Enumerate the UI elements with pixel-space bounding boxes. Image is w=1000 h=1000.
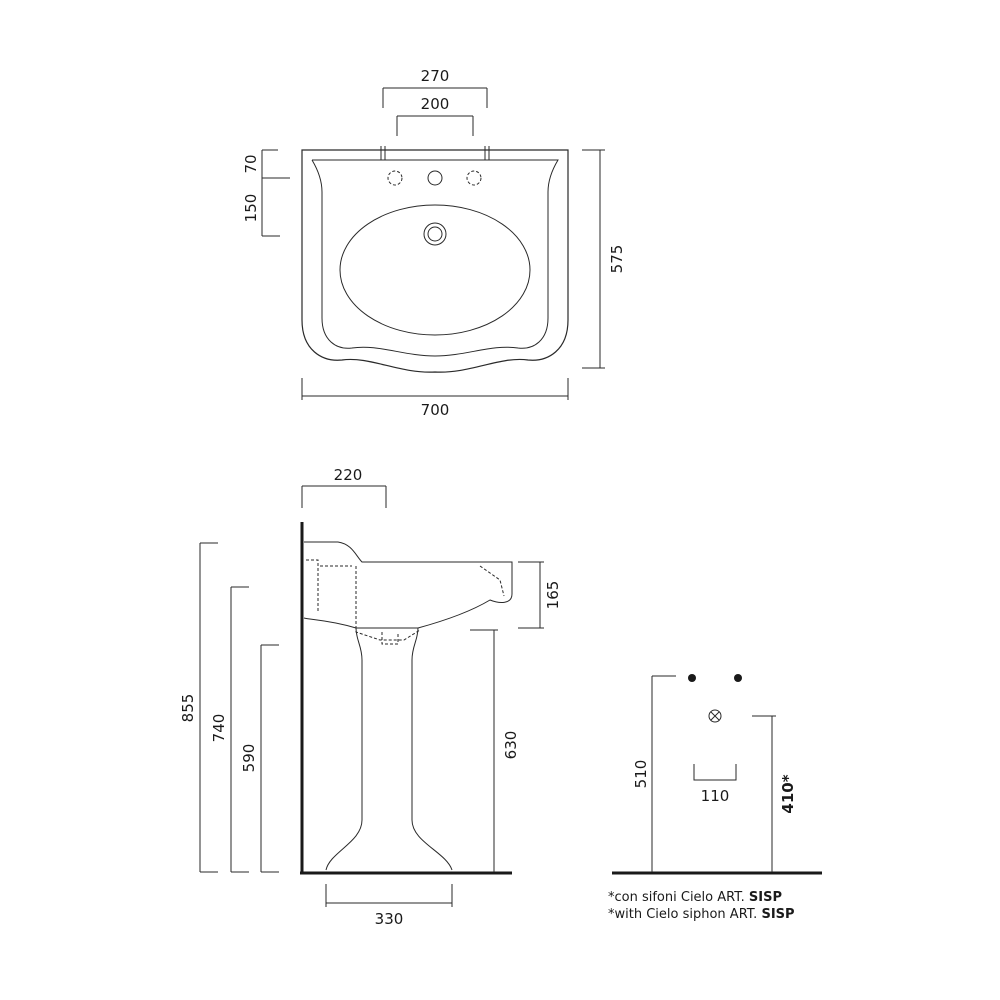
drain-outlet-cross: [710, 711, 720, 721]
note-italian-text: *con sifoni Cielo ART.: [608, 890, 749, 905]
note-english-text: *with Cielo siphon ART.: [608, 907, 762, 922]
note-english: *with Cielo siphon ART. SISP: [608, 907, 795, 922]
tap-hole-left: [387, 170, 403, 186]
supply-point-right: [734, 674, 742, 682]
dim-70-label: 70: [242, 154, 260, 173]
dim-855-label: 855: [179, 694, 197, 723]
note-english-code: SISP: [761, 907, 795, 922]
dim-270-label: 270: [421, 67, 450, 85]
dim-575-label: 575: [608, 245, 626, 274]
top-view: 270 200 70 150 575 700: [242, 67, 626, 419]
dim-330-label: 330: [375, 910, 404, 928]
basin-side-hidden: [306, 559, 505, 641]
dim-220-label: 220: [334, 466, 363, 484]
drain-outer: [423, 222, 447, 246]
basin-side-profile: [303, 541, 513, 629]
pedestal: [325, 627, 453, 871]
basin-bowl: [339, 204, 531, 336]
wall-view: 510 110 410*: [612, 674, 822, 875]
side-view: 220 165 855 740 590 630 330: [179, 466, 562, 928]
dim-630-label: 630: [502, 731, 520, 760]
dim-510-label: 510: [632, 760, 650, 789]
dim-700-label: 700: [421, 401, 450, 419]
basin-inner-rim: [321, 192, 549, 357]
dim-165-label: 165: [544, 581, 562, 610]
supply-point-left: [688, 674, 696, 682]
drain-inner: [427, 226, 443, 242]
basin-side-hidden-2: [381, 632, 399, 645]
basin-deck-left: [311, 159, 323, 193]
dim-line: [693, 764, 737, 781]
dim-590-label: 590: [240, 744, 258, 773]
dim-410-label: 410*: [779, 774, 797, 813]
dim-150-label: 150: [242, 194, 260, 223]
note-italian: *con sifoni Cielo ART. SISP: [608, 890, 782, 905]
dim-200-label: 200: [421, 95, 450, 113]
note-italian-code: SISP: [748, 890, 782, 905]
dim-740-label: 740: [210, 714, 228, 743]
tap-hole-center: [427, 170, 443, 186]
dim-110-label: 110: [701, 787, 730, 805]
tap-hole-right: [466, 170, 482, 186]
basin-outline: [301, 149, 569, 373]
drain-outlet-icon: [708, 709, 722, 723]
basin-deck: [312, 159, 559, 193]
